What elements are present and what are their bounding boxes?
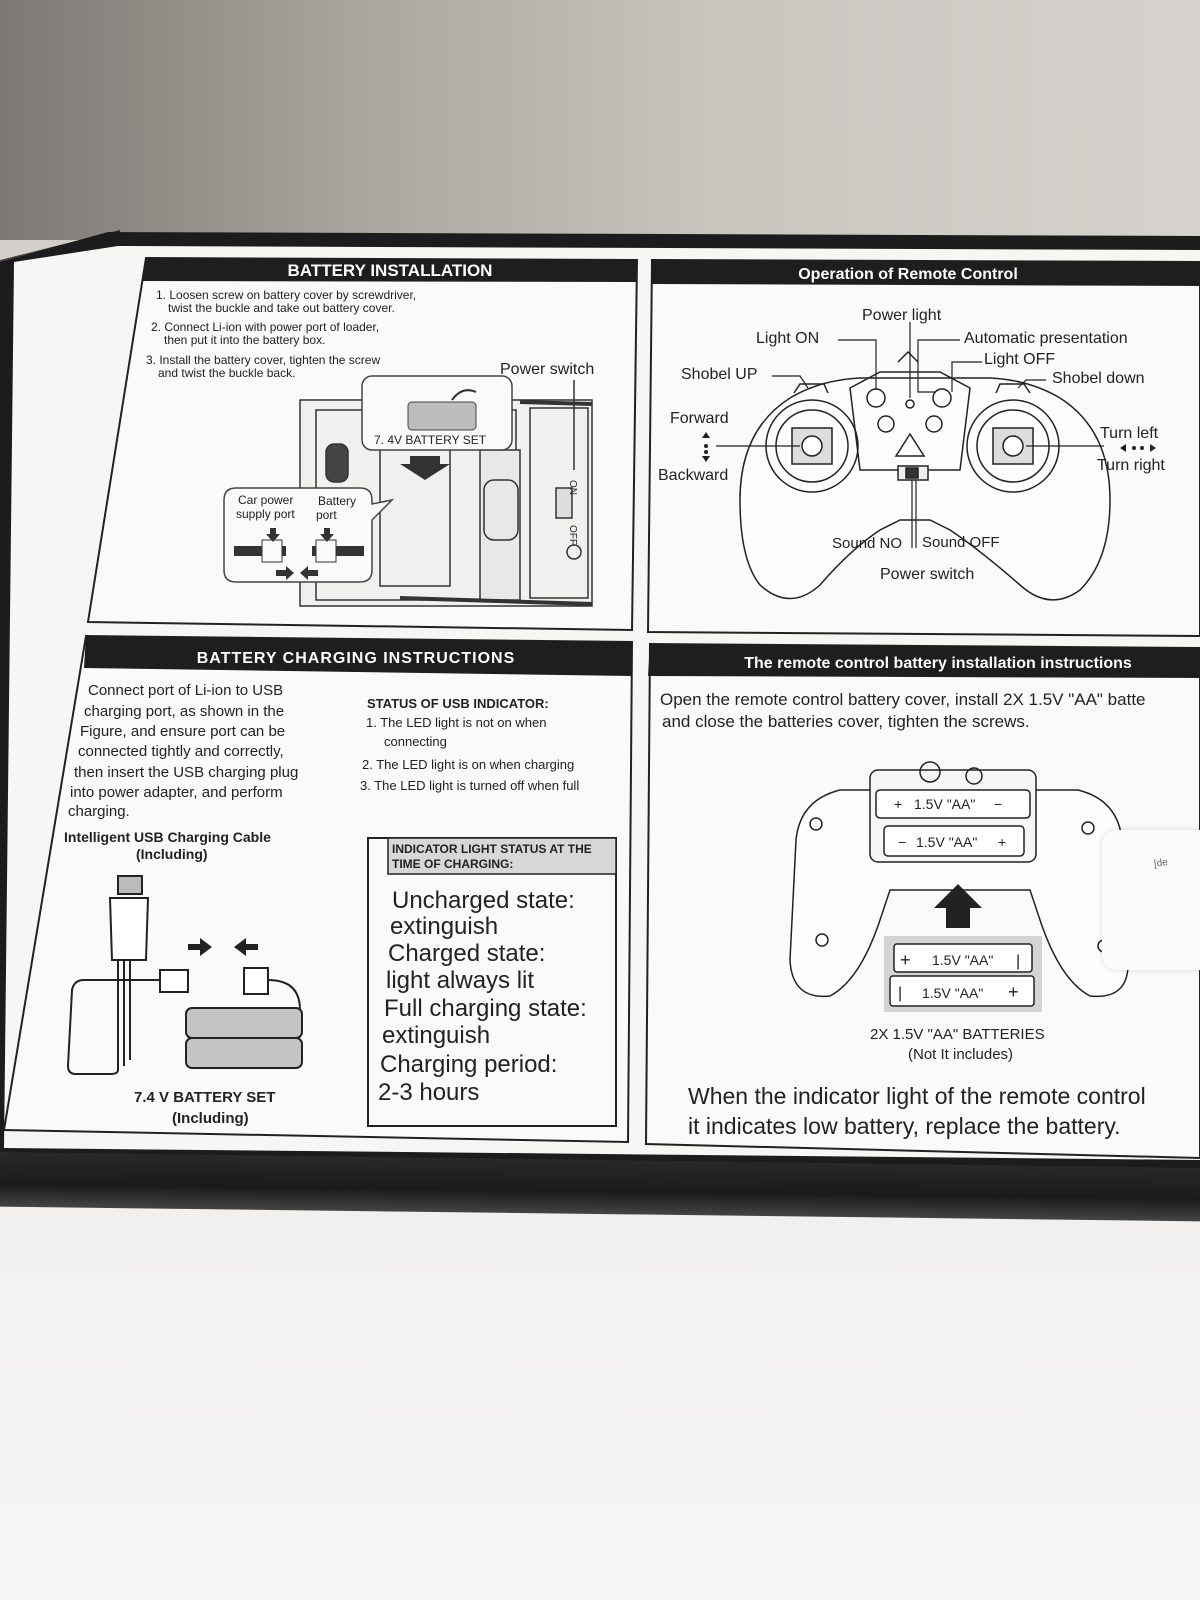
label-text: | <box>1016 953 1020 970</box>
label-text: Power switch <box>880 566 974 583</box>
label-text: light always lit <box>386 967 534 994</box>
label-text: extinguish <box>382 1022 490 1049</box>
label-text: charging. <box>68 803 130 820</box>
label-text: (Including) <box>172 1110 249 1127</box>
label-text: 7. 4V BATTERY SET <box>374 433 487 447</box>
label-text: Power light <box>862 307 942 324</box>
label-text: Battery <box>318 494 356 508</box>
label-text: Power switch <box>500 361 594 378</box>
label-text: − <box>994 796 1002 812</box>
remote-operation-section: Operation of Remote Control <box>646 258 1200 638</box>
label-text: Light OFF <box>984 351 1055 368</box>
label-text: + <box>900 950 911 970</box>
label-text: supply port <box>236 507 295 521</box>
label-text: charging port, as shown in the <box>84 703 284 720</box>
label-text: it indicates low battery, replace the ba… <box>688 1113 1121 1139</box>
label-text: Shobel down <box>1052 370 1145 387</box>
label-text: Turn left <box>1100 425 1159 442</box>
sticky-note-text: [de <box>1153 857 1169 870</box>
label-text: 7.4 V BATTERY SET <box>134 1089 275 1106</box>
charging-section: BATTERY CHARGING INSTRUCTIONS Connect po… <box>2 634 634 1144</box>
charging-title: BATTERY CHARGING INSTRUCTIONS <box>197 650 515 667</box>
label-text: Sound OFF <box>922 534 1000 551</box>
label-text: Uncharged state: <box>392 887 575 914</box>
label-text: Sound NO <box>832 535 902 552</box>
label-text: + <box>998 834 1006 850</box>
label-text: 1.5V "AA" <box>922 985 983 1001</box>
remote-back-drawing <box>789 761 1129 998</box>
label-text: connecting <box>384 734 447 749</box>
label-text: then put it into the battery box. <box>164 333 325 347</box>
label-text: 1. Loosen screw on battery cover by scre… <box>156 288 416 302</box>
label-text: 3. The LED light is turned off when full <box>360 778 579 793</box>
label-text: 2X 1.5V "AA" BATTERIES <box>870 1026 1045 1043</box>
label-text: then insert the USB charging plug <box>74 764 298 781</box>
label-text: (Not It includes) <box>908 1046 1013 1063</box>
label-text: into power adapter, and perform <box>70 784 283 801</box>
label-text: − <box>898 834 906 850</box>
remote-battery-title: The remote control battery installation … <box>744 655 1132 672</box>
label-text: Connect port of Li-ion to USB <box>88 682 283 699</box>
label-text: Light ON <box>756 330 819 347</box>
remote-battery-section: The remote control battery installation … <box>644 642 1200 1160</box>
label-text: OFF <box>567 525 578 545</box>
label-text: Car power <box>238 493 293 507</box>
background-wall <box>0 0 1200 240</box>
label-text: Open the remote control battery cover, i… <box>660 690 1146 709</box>
label-text: + <box>1008 982 1019 1002</box>
label-text: 1. The LED light is not on when <box>366 715 546 730</box>
label-text: 1.5V "AA" <box>916 834 977 850</box>
label-text: Charging period: <box>380 1051 557 1078</box>
label-text: 2. The LED light is on when charging <box>362 757 574 772</box>
label-text: When the indicator light of the remote c… <box>688 1083 1146 1109</box>
label-text: | <box>898 985 902 1002</box>
label-text: Charged state: <box>388 940 545 967</box>
label-text: and close the batteries cover, tighten t… <box>662 712 1030 731</box>
remote-operation-title: Operation of Remote Control <box>798 266 1018 283</box>
label-text: Full charging state: <box>384 995 587 1022</box>
label-text: TIME OF CHARGING: <box>392 857 513 871</box>
label-text: Figure, and ensure port can be <box>80 723 285 740</box>
label-text: twist the buckle and take out battery co… <box>168 301 395 315</box>
label-text: 2. Connect Li-ion with power port of loa… <box>151 320 379 334</box>
label-text: INDICATOR LIGHT STATUS AT THE <box>392 842 592 856</box>
sticky-note: [de <box>1102 830 1200 970</box>
label-text: Automatic presentation <box>964 330 1128 347</box>
label-text: Forward <box>670 410 729 427</box>
label-text: 2-3 hours <box>378 1079 479 1106</box>
label-text: Shobel UP <box>681 366 758 383</box>
battery-installation-title: BATTERY INSTALLATION <box>288 261 493 280</box>
label-text: 3. Install the battery cover, tighten th… <box>146 353 380 367</box>
label-text: ON <box>567 480 578 495</box>
label-text: Backward <box>658 467 728 484</box>
label-text: connected tightly and correctly, <box>78 743 284 760</box>
label-text: + <box>894 796 902 812</box>
battery-installation-section: BATTERY INSTALLATION 1. Loosen screw on … <box>86 256 639 632</box>
label-text: STATUS OF USB INDICATOR: <box>367 696 549 711</box>
label-text: 1.5V "AA" <box>914 796 975 812</box>
usb-cable-drawing <box>66 875 303 1075</box>
label-text: Intelligent USB Charging Cable <box>64 829 271 845</box>
label-text: (Including) <box>136 846 208 862</box>
label-text: extinguish <box>390 913 498 940</box>
label-text: and twist the buckle back. <box>158 366 295 380</box>
label-text: 1.5V "AA" <box>932 952 993 968</box>
label-text: Turn right <box>1097 457 1165 474</box>
label-text: port <box>316 508 337 522</box>
